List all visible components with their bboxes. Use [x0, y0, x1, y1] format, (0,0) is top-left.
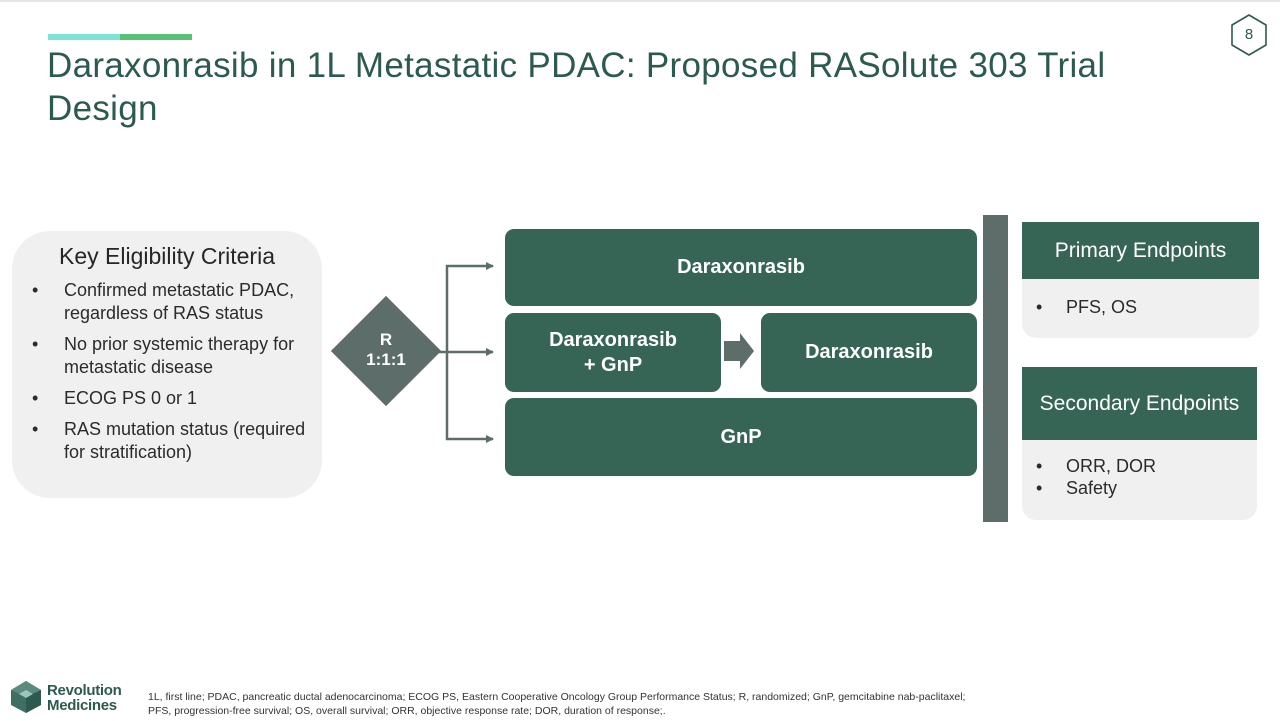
arm2-induction-line2: + GnP	[583, 353, 643, 376]
list-item: • RAS mutation status (required for strat…	[12, 418, 312, 464]
eligibility-list: • Confirmed metastatic PDAC, regardless o…	[12, 279, 312, 472]
hexagon-icon	[1231, 14, 1267, 56]
list-item: • No prior systemic therapy for metastati…	[12, 333, 312, 379]
top-border-line	[0, 0, 1280, 2]
primary-endpoint-text: PFS, OS	[1066, 297, 1138, 317]
arm2-induction-line1: Daraxonrasib	[549, 328, 677, 351]
endpoint-divider-bar	[983, 215, 1008, 522]
randomization-label: R 1:1:1	[346, 330, 426, 370]
arm-daraxonrasib: Daraxonrasib	[505, 229, 977, 306]
bullet-icon: •	[1036, 297, 1043, 317]
eligibility-item-text: RAS mutation status (required for strati…	[64, 419, 306, 462]
secondary-endpoint-text: ORR, DOR	[1066, 456, 1156, 476]
abbreviations-footnote: 1L, first line; PDAC, pancreatic ductal …	[148, 691, 966, 717]
logo-line2: Medicines	[47, 697, 117, 714]
logo-wordmark: Revolution Medicines	[47, 683, 122, 713]
title-accent-bar-green	[120, 34, 192, 40]
page-number-badge: 8	[1226, 12, 1272, 58]
primary-endpoints-title: Primary Endpoints	[1022, 222, 1259, 279]
arm2-maintenance-label: Daraxonrasib	[805, 341, 933, 363]
list-item: • Confirmed metastatic PDAC, regardless o…	[12, 279, 312, 325]
list-item: • Safety	[1022, 477, 1156, 499]
transition-arrow-icon	[724, 333, 754, 369]
bullet-icon: •	[32, 388, 39, 408]
arm-daraxonrasib-gnp: Daraxonrasib + GnP	[505, 313, 721, 392]
secondary-endpoints-title: Secondary Endpoints	[1022, 367, 1257, 440]
secondary-endpoints-list: • ORR, DOR • Safety	[1022, 455, 1156, 499]
eligibility-panel: Key Eligibility Criteria • Confirmed meta…	[12, 231, 322, 498]
arm-daraxonrasib-maintenance: Daraxonrasib	[761, 313, 977, 392]
page-number: 8	[1244, 26, 1254, 43]
eligibility-item-text: Confirmed metastatic PDAC, regardless of…	[64, 280, 295, 323]
eligibility-item-text: ECOG PS 0 or 1	[64, 388, 198, 408]
randomization-letter: R	[379, 330, 393, 349]
bullet-icon: •	[1036, 456, 1043, 476]
list-item: • ECOG PS 0 or 1	[12, 387, 312, 410]
bullet-icon: •	[32, 419, 39, 439]
secondary-endpoint-text: Safety	[1066, 478, 1118, 498]
eligibility-item-text: No prior systemic therapy for metastatic…	[64, 334, 295, 377]
arm-gnp: GnP	[505, 398, 977, 476]
arm1-label: Daraxonrasib	[677, 256, 805, 278]
bullet-icon: •	[32, 280, 39, 300]
bullet-icon: •	[32, 334, 39, 354]
slide-title: Daraxonrasib in 1L Metastatic PDAC: Prop…	[47, 46, 1106, 128]
list-item: • PFS, OS	[1022, 296, 1137, 318]
list-item: • ORR, DOR	[1022, 455, 1156, 477]
primary-endpoints-list: • PFS, OS	[1022, 296, 1137, 318]
eligibility-title: Key Eligibility Criteria	[58, 243, 275, 269]
randomization-ratio: 1:1:1	[366, 350, 406, 369]
bullet-icon: •	[1036, 478, 1043, 498]
arm3-label: GnP	[720, 425, 762, 448]
title-accent-bar-teal	[48, 34, 120, 40]
logo-mark-icon	[11, 681, 41, 713]
logo-line1: Revolution	[47, 682, 122, 699]
company-logo: Revolution Medicines	[10, 680, 150, 716]
